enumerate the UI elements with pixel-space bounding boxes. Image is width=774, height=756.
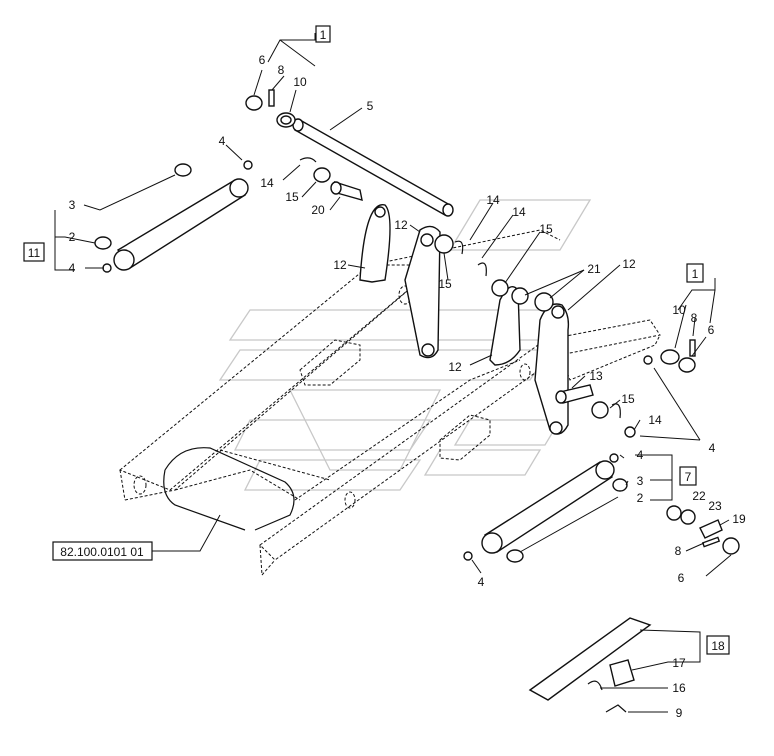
callout: 8 bbox=[278, 63, 285, 77]
callout: 15 bbox=[438, 277, 452, 291]
group-box-1-top: 1 bbox=[315, 25, 331, 43]
callout: 12 bbox=[448, 360, 462, 374]
right-hardware bbox=[643, 339, 696, 373]
main-frame bbox=[119, 229, 661, 576]
svg-text:18: 18 bbox=[711, 639, 725, 653]
plate-12-a bbox=[359, 204, 391, 283]
callout: 14 bbox=[512, 205, 526, 219]
callout: 21 bbox=[587, 262, 601, 276]
watermark-logo bbox=[218, 199, 592, 491]
group-box-11: 11 bbox=[23, 242, 45, 262]
callout: 15 bbox=[621, 392, 635, 406]
svg-text:7: 7 bbox=[685, 470, 692, 484]
callout: 2 bbox=[637, 491, 644, 505]
callout: 12 bbox=[333, 258, 347, 272]
svg-text:1: 1 bbox=[320, 28, 327, 42]
pin-20-group bbox=[299, 157, 363, 201]
group-box-1-right: 1 bbox=[686, 263, 704, 283]
callout: 4 bbox=[478, 575, 485, 589]
group-box-18: 18 bbox=[706, 635, 730, 655]
callout-labels: 6 8 10 5 4 3 2 4 14 15 20 12 12 14 14 15… bbox=[69, 53, 746, 720]
callout: 14 bbox=[648, 413, 662, 427]
callout: 10 bbox=[293, 75, 307, 89]
bracket-18 bbox=[528, 617, 652, 713]
callout: 5 bbox=[367, 99, 374, 113]
callout: 4 bbox=[709, 441, 716, 455]
callout: 15 bbox=[285, 190, 299, 204]
leader-lines bbox=[54, 33, 732, 713]
callout: 15 bbox=[539, 222, 553, 236]
svg-text:11: 11 bbox=[28, 246, 41, 260]
callout: 13 bbox=[589, 369, 603, 383]
callout: 16 bbox=[672, 681, 686, 695]
callout: 20 bbox=[311, 203, 325, 217]
callout: 8 bbox=[675, 544, 682, 558]
callout: 4 bbox=[219, 134, 226, 148]
callout: 6 bbox=[259, 53, 266, 67]
callout: 4 bbox=[69, 261, 76, 275]
lower-right-hardware bbox=[666, 505, 740, 555]
shaft-5 bbox=[292, 118, 454, 217]
lift-rod-right bbox=[463, 453, 628, 563]
center-washers bbox=[434, 234, 554, 312]
callout: 19 bbox=[732, 512, 746, 526]
callout: 23 bbox=[708, 499, 722, 513]
callout: 3 bbox=[69, 198, 76, 212]
callout: 3 bbox=[637, 474, 644, 488]
callout: 17 bbox=[672, 656, 686, 670]
callout: 14 bbox=[486, 193, 500, 207]
callout: 14 bbox=[260, 176, 274, 190]
callout: 9 bbox=[676, 706, 683, 720]
pin-13-group bbox=[555, 384, 636, 438]
callout: 8 bbox=[691, 311, 698, 325]
svg-text:1: 1 bbox=[692, 267, 699, 281]
callout: 10 bbox=[672, 303, 686, 317]
reference-label: 82.100.0101 01 bbox=[52, 541, 153, 561]
callout: 12 bbox=[394, 218, 408, 232]
callout: 2 bbox=[69, 230, 76, 244]
plate-12-b bbox=[404, 225, 441, 359]
callout: 4 bbox=[637, 448, 644, 462]
callout: 22 bbox=[692, 489, 706, 503]
top-hardware bbox=[245, 89, 296, 128]
callout: 6 bbox=[678, 571, 685, 585]
callout: 12 bbox=[622, 257, 636, 271]
plate-12-d bbox=[534, 303, 570, 435]
callout: 6 bbox=[708, 323, 715, 337]
svg-text:82.100.0101 01: 82.100.0101 01 bbox=[60, 545, 144, 559]
group-box-7: 7 bbox=[679, 466, 697, 486]
lift-rod-left bbox=[94, 160, 253, 273]
